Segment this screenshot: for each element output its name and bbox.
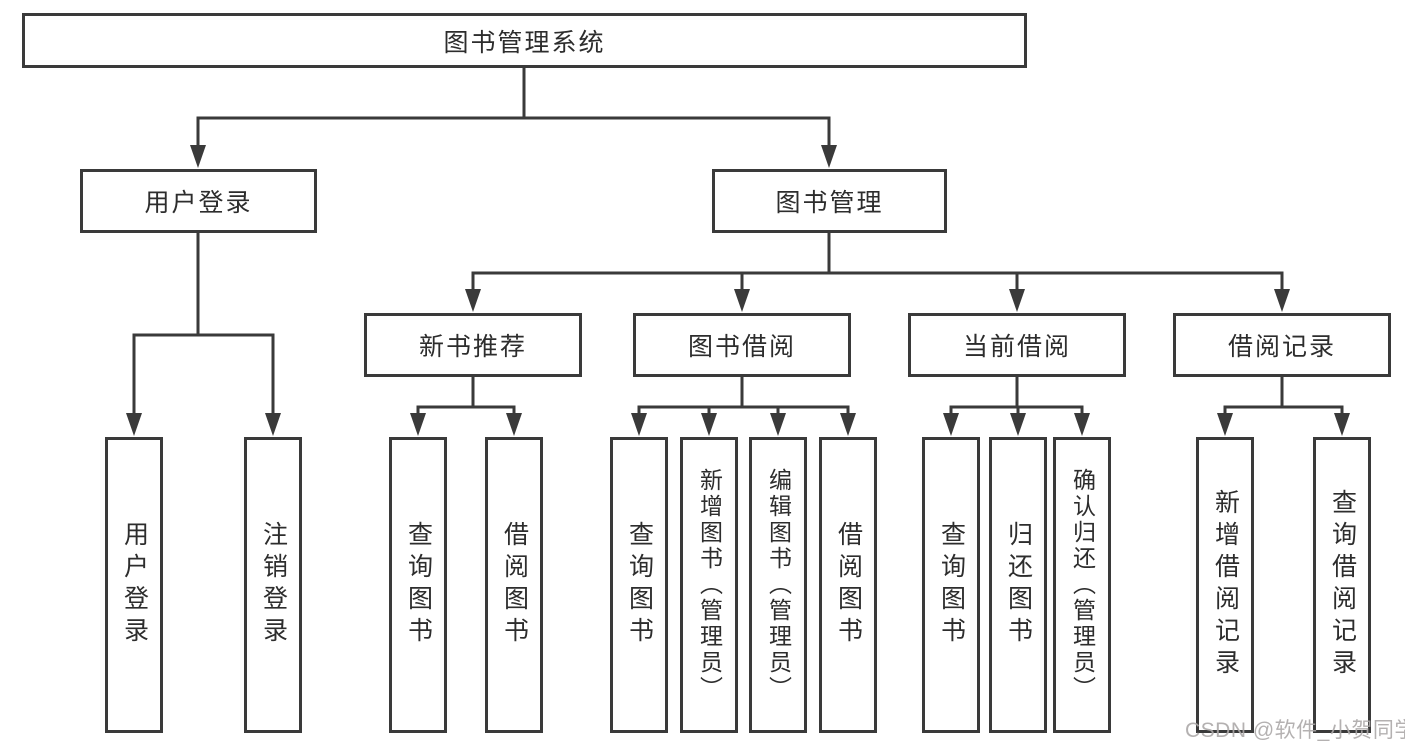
arrow-down-icon bbox=[840, 413, 856, 436]
node-book-borrowing: 图书借阅 bbox=[633, 313, 851, 377]
arrow-down-icon bbox=[1274, 289, 1290, 312]
leaf-edit-books-admin: 编辑图书（管理员） bbox=[749, 437, 807, 733]
connector-currentborrow-to-leaves bbox=[949, 377, 1084, 418]
node-book-management: 图书管理 bbox=[712, 169, 947, 233]
leaf-label: 编辑图书（管理员） bbox=[765, 468, 792, 702]
leaf-label: 新增图书（管理员） bbox=[696, 468, 723, 702]
connector-bookborrow-to-leaves bbox=[637, 377, 850, 418]
leaf-logout-login: 注销登录 bbox=[244, 437, 302, 733]
connector-records-to-leaves bbox=[1223, 377, 1344, 418]
arrow-down-icon bbox=[1217, 413, 1233, 436]
leaf-add-borrow-record: 新增借阅记录 bbox=[1196, 437, 1254, 733]
node-user-login: 用户登录 bbox=[80, 169, 317, 233]
arrow-down-icon bbox=[1009, 289, 1025, 312]
leaf-add-books-admin: 新增图书（管理员） bbox=[680, 437, 738, 733]
node-current-borrowing: 当前借阅 bbox=[908, 313, 1126, 377]
node-library-system: 图书管理系统 bbox=[22, 13, 1027, 68]
connector-bookmgmt-to-level3 bbox=[471, 233, 1284, 294]
arrow-down-icon bbox=[701, 413, 717, 436]
leaf-label: 新增借阅记录 bbox=[1211, 489, 1240, 681]
leaf-label: 注销登录 bbox=[259, 521, 288, 649]
arrow-down-icon bbox=[1334, 413, 1350, 436]
arrow-down-icon bbox=[734, 289, 750, 312]
leaf-query-books-recommend: 查询图书 bbox=[389, 437, 447, 733]
leaf-label: 查询图书 bbox=[937, 521, 966, 649]
arrow-down-icon bbox=[506, 413, 522, 436]
leaf-query-books-borrow: 查询图书 bbox=[610, 437, 668, 733]
leaf-label: 用户登录 bbox=[120, 521, 149, 649]
csdn-watermark: CSDN @软件_小贺同学 bbox=[1185, 719, 1405, 742]
arrow-down-icon bbox=[465, 289, 481, 312]
leaf-label: 借阅图书 bbox=[834, 521, 863, 649]
leaf-query-books-current: 查询图书 bbox=[922, 437, 980, 733]
arrow-down-icon bbox=[821, 145, 837, 168]
leaf-return-books: 归还图书 bbox=[989, 437, 1047, 733]
leaf-user-login: 用户登录 bbox=[105, 437, 163, 733]
leaf-label: 查询借阅记录 bbox=[1328, 489, 1357, 681]
arrow-down-icon bbox=[943, 413, 959, 436]
node-borrowing-records: 借阅记录 bbox=[1173, 313, 1391, 377]
arrow-down-icon bbox=[126, 413, 142, 436]
leaf-label: 查询图书 bbox=[404, 521, 433, 649]
arrow-down-icon bbox=[770, 413, 786, 436]
connector-root-to-level2 bbox=[196, 67, 831, 150]
leaf-label: 归还图书 bbox=[1004, 521, 1033, 649]
leaf-borrow-books: 借阅图书 bbox=[819, 437, 877, 733]
arrowheads bbox=[126, 145, 1350, 436]
arrow-down-icon bbox=[631, 413, 647, 436]
arrow-down-icon bbox=[190, 145, 206, 168]
leaf-label: 查询图书 bbox=[625, 521, 654, 649]
leaf-confirm-return-admin: 确认归还（管理员） bbox=[1053, 437, 1111, 733]
arrow-down-icon bbox=[1010, 413, 1026, 436]
arrow-down-icon bbox=[1074, 413, 1090, 436]
node-new-book-recommend: 新书推荐 bbox=[364, 313, 582, 377]
connector-newbook-to-leaves bbox=[416, 377, 516, 418]
leaf-borrow-books-recommend: 借阅图书 bbox=[485, 437, 543, 733]
connector-userlogin-to-leaves bbox=[132, 233, 275, 418]
arrow-down-icon bbox=[265, 413, 281, 436]
leaf-label: 借阅图书 bbox=[500, 521, 529, 649]
leaf-query-borrow-record: 查询借阅记录 bbox=[1313, 437, 1371, 733]
arrow-down-icon bbox=[410, 413, 426, 436]
leaf-label: 确认归还（管理员） bbox=[1069, 468, 1096, 702]
